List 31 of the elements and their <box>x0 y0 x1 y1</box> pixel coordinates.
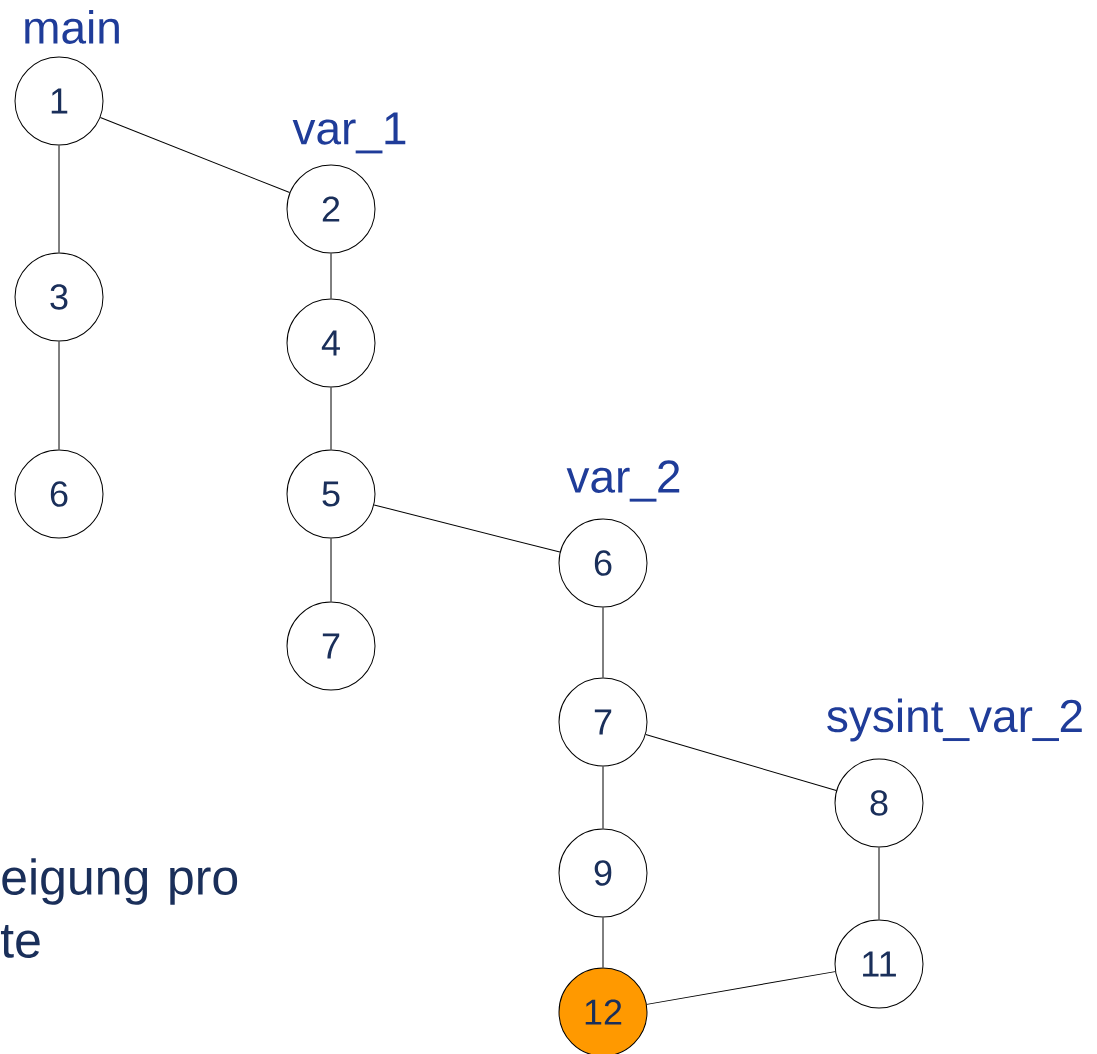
circle-node: 3 <box>14 252 104 342</box>
circle-node: 6 <box>14 449 104 539</box>
circle-node: 12 <box>558 967 648 1054</box>
connector-line <box>330 538 332 602</box>
circle-node: 5 <box>286 449 376 539</box>
note-text: eigung pro te <box>0 858 238 958</box>
node-heading: main <box>25 10 119 44</box>
connector-line <box>330 253 332 299</box>
connector-line <box>646 971 836 1005</box>
circle-node: 4 <box>286 298 376 388</box>
circle-node: 7 <box>558 677 648 767</box>
node-heading: var_2 <box>566 460 680 502</box>
circle-node: 2 <box>286 164 376 254</box>
connector-line <box>58 145 60 253</box>
connector-line <box>330 387 332 450</box>
node-heading: var_1 <box>292 112 406 154</box>
circle-node: 7 <box>286 601 376 691</box>
connector-line <box>602 766 604 829</box>
connector-line <box>99 116 291 194</box>
node-heading: sysint_var_2 <box>827 698 1082 742</box>
connector-line <box>878 847 880 920</box>
connector-line <box>602 917 604 968</box>
circle-node: 9 <box>558 828 648 918</box>
circle-node: 8 <box>834 758 924 848</box>
circle-node: 6 <box>558 518 648 608</box>
connector-line <box>645 734 837 791</box>
connector-line <box>373 504 561 553</box>
circle-node: 1 <box>14 56 104 146</box>
connector-line <box>58 341 60 450</box>
circle-node: 11 <box>834 919 924 1009</box>
connector-line <box>602 607 604 678</box>
